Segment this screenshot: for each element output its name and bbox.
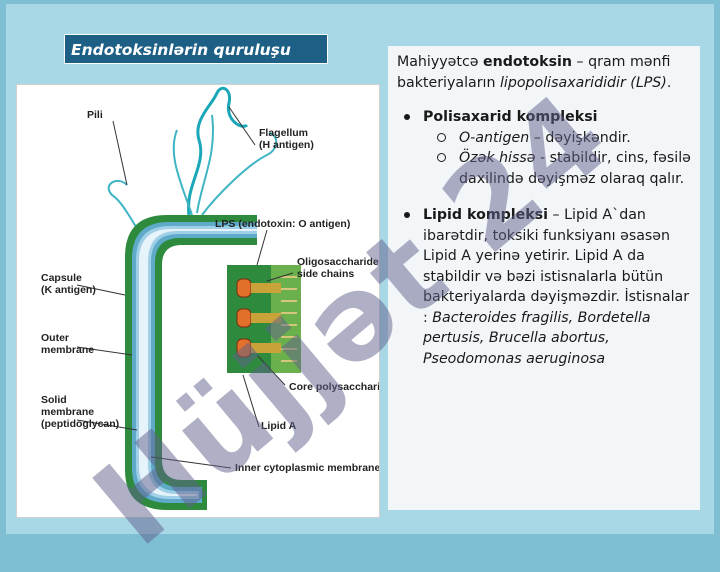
- label-outer-membrane: membrane: [41, 344, 94, 356]
- label-capsule-antigen: (K antigen): [41, 284, 96, 296]
- bullet-lipid-title: Lipid kompleksi: [423, 207, 548, 223]
- intro-end: .: [666, 74, 672, 91]
- intro-paragraph: Mahiyyətcə endotoksin – qram mənfi bakte…: [397, 52, 692, 93]
- lps-zoom: [227, 265, 301, 373]
- label-capsule: Capsule: [41, 272, 82, 284]
- intro-text: Mahiyyətcə: [397, 54, 483, 70]
- label-solid-membrane: membrane: [41, 406, 94, 418]
- bullet-polysaccharide: Polisaxarid kompleksi: [397, 107, 692, 128]
- label-flagellum-antigen: (H antigen): [259, 139, 314, 151]
- bullet-lipid-exceptions: Bacteroides fragilis, Bordetella pertusi…: [423, 309, 651, 367]
- bullet-lipid-text: – Lipid A`dan ibarətdir, toksiki funksiy…: [423, 207, 690, 326]
- sub-o-antigen: O-antigen – dəyişkəndir.: [397, 128, 692, 149]
- label-inner-membrane: Inner cytoplasmic membrane: [235, 462, 379, 474]
- label-solid: Solid: [41, 394, 67, 406]
- bullet-lipid: Lipid kompleksi – Lipid A`dan ibarətdir,…: [397, 205, 692, 369]
- text-panel: Mahiyyətcə endotoksin – qram mənfi bakte…: [388, 46, 700, 510]
- sub-core: Özək hissə - stabildir, cins, fəsilə dax…: [397, 148, 692, 189]
- bullet-polysaccharide-title: Polisaxarid kompleksi: [423, 109, 598, 125]
- bacterium-figure: Pili Flagellum (H antigen) LPS (endotoxi…: [16, 84, 380, 518]
- label-side-chains: side chains: [297, 268, 354, 280]
- label-lipid-a: Lipid A: [261, 420, 297, 432]
- label-peptidoglycan: (peptidoglycan): [41, 418, 119, 430]
- sub-core-term: Özək hissə: [459, 150, 536, 166]
- bullet-dot: [404, 114, 410, 120]
- intro-text-2: – qram mənfi bakteriyaların: [397, 54, 671, 91]
- flagellum: [187, 86, 249, 216]
- bullet-dot: [404, 212, 410, 218]
- label-oligosaccharide: Oligosaccharide: [297, 256, 379, 268]
- slide-title: Endotoksinlərin quruluşu: [64, 34, 328, 64]
- label-flagellum: Flagellum: [259, 127, 308, 139]
- label-core-polysaccharide: Core polysaccharide: [289, 381, 379, 393]
- sub-bullet: [437, 153, 446, 162]
- bacterium-diagram: Pili Flagellum (H antigen) LPS (endotoxi…: [41, 86, 379, 510]
- label-outer: Outer: [41, 332, 69, 344]
- label-pili: Pili: [87, 109, 103, 121]
- sub-core-text: - stabildir, cins, fəsilə daxilində dəyi…: [459, 150, 691, 187]
- label-lps: LPS (endotoxin: O antigen): [215, 218, 350, 230]
- sub-o-antigen-term: O-antigen: [459, 129, 530, 146]
- capsule-layer: [125, 215, 257, 510]
- sub-o-antigen-text: – dəyişkəndir.: [529, 129, 631, 146]
- sub-bullet: [437, 132, 446, 142]
- intro-lps: lipopolisaxarididir (LPS): [499, 74, 667, 91]
- intro-term: endotoksin: [483, 54, 572, 70]
